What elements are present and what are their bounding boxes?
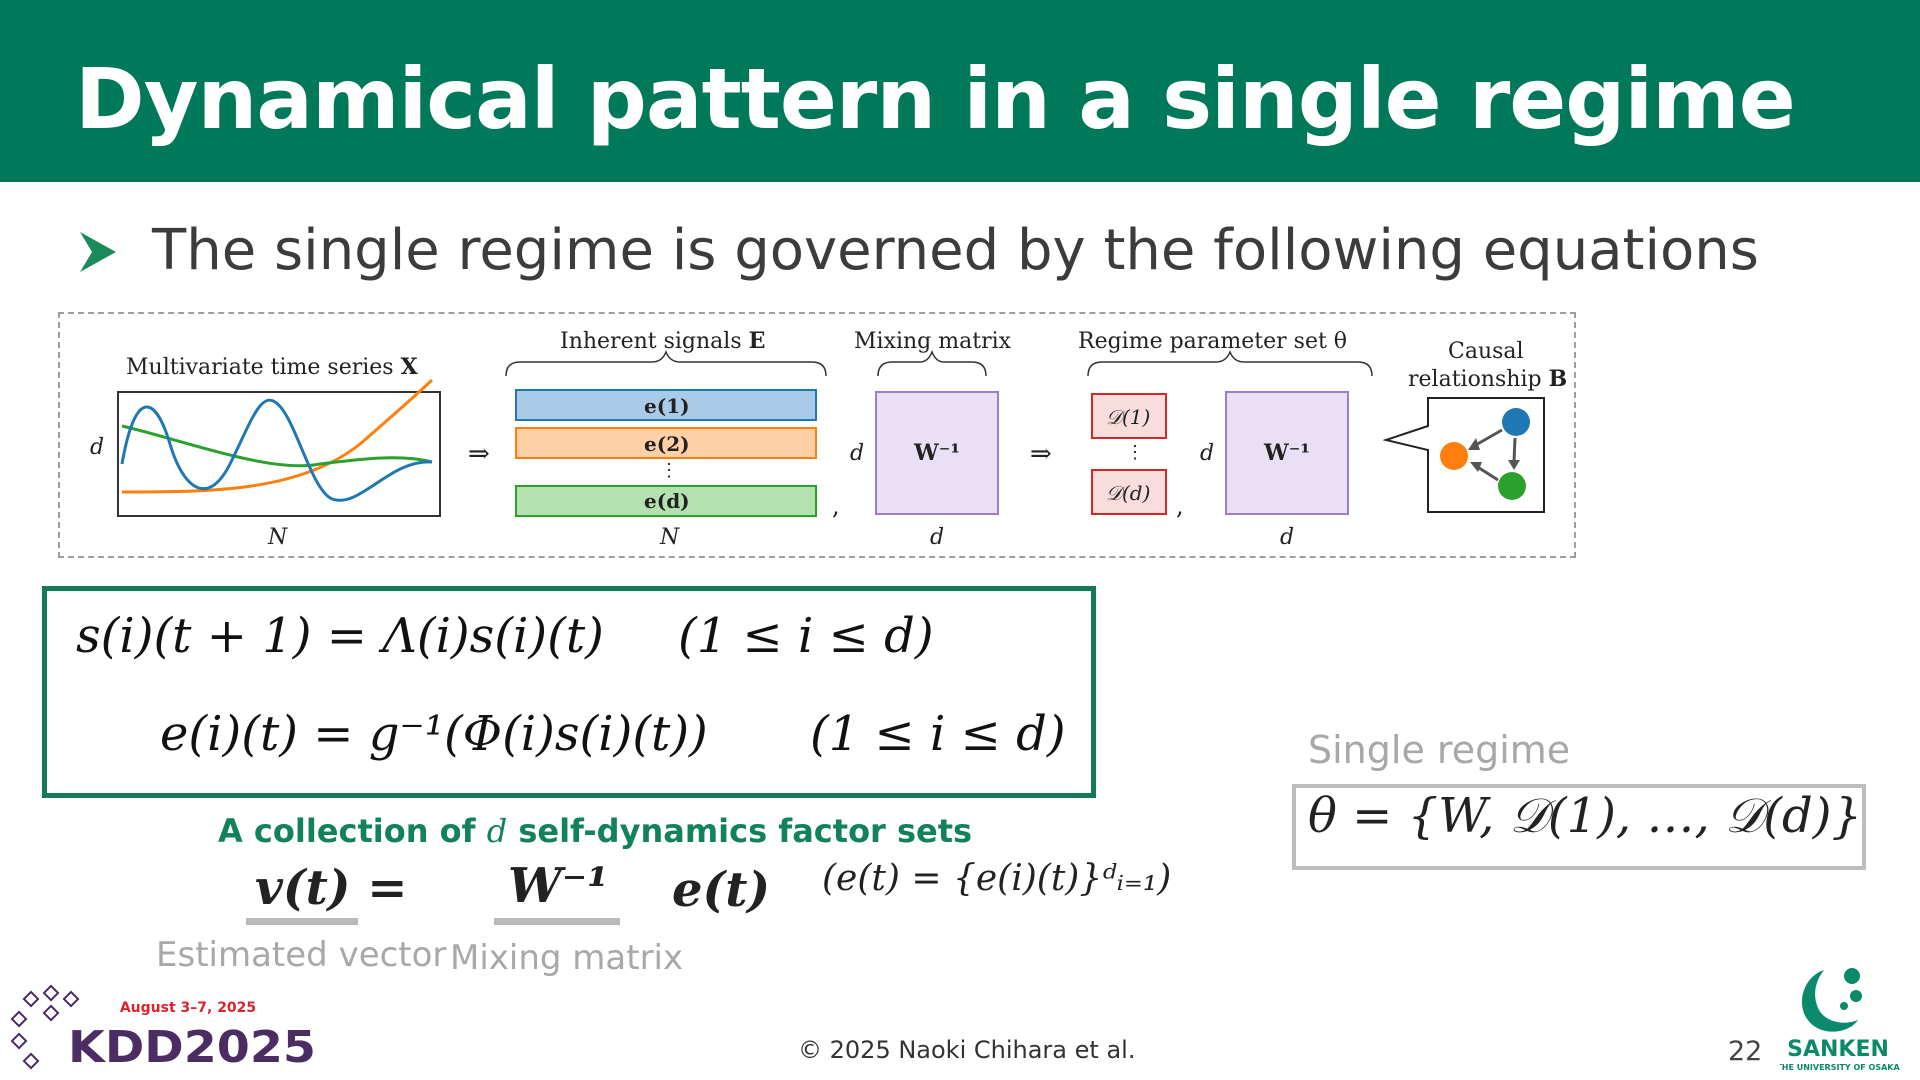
regime-figure: Multivariate time series X d N ⇒ Inheren… [58,312,1576,558]
sanken-subtitle: THE UNIVERSITY OF OSAKA [1780,1063,1900,1072]
causal-edge-1 [1473,428,1503,448]
causal-edge-3 [1475,464,1499,482]
ts-dim-n: N [267,525,288,550]
signal-label-1: e(1) [644,394,690,418]
equation-2-main: e(i)(t) = g⁻¹(Φ(i)s(i)(t)) [160,706,708,762]
regime-mixing-matrix [1225,391,1349,515]
signals-dim-n: N [659,525,680,550]
causal-arrowhead-3 [1470,462,1482,472]
comma-1: , [832,492,840,520]
regime-title: Regime parameter set θ [1078,329,1347,354]
factor-vdots: ⋮ [1126,442,1144,463]
mixing-underline [494,918,620,925]
page-number: 22 [1728,1036,1763,1067]
theta-box [1292,784,1866,870]
causal-edge-2 [1512,437,1517,463]
copyright: © 2025 Naoki Chihara et al. [798,1036,1136,1064]
causal-title-line1: Causal [1448,339,1524,364]
arrow-2: ⇒ [1030,439,1052,469]
regime-brace [1087,349,1373,377]
mixing-title: Mixing matrix [854,329,1012,354]
signals-title: Inherent signals E [560,328,765,354]
theta-equation: θ = {W, 𝒟(1), …, 𝒟(d)} [1308,788,1862,844]
signal-vector-eq: e(t) [672,862,771,918]
estimated-vector-label: Estimated vector [156,935,447,975]
mixing-w-inverse: W⁻¹ [913,440,960,466]
signal-vdots: ⋮ [660,460,678,481]
factor-label-1: 𝒟(1) [1106,405,1150,429]
causal-title-line2: relationship B [1408,366,1567,392]
equation-box [42,586,1096,798]
title-banner [0,0,1920,182]
signal-definition: (e(t) = {e(i)(t)}ᵈᵢ₌₁) [822,858,1172,899]
comma-2: , [1176,492,1184,520]
equation-2-condition: (1 ≤ i ≤ d) [810,706,1066,762]
factor-box-d [1091,469,1167,515]
equation-1-condition: (1 ≤ i ≤ d) [678,608,934,664]
sanken-logo: SANKEN THE UNIVERSITY OF OSAKA [1780,968,1900,1072]
mixing-matrix-label: Mixing matrix [450,938,684,978]
signal-label-2: e(2) [644,432,690,456]
collection-label: A collection of d self-dynamics factor s… [218,812,973,850]
factor-label-d: 𝒟(d) [1106,481,1150,505]
kdd-date: August 3–7, 2025 [120,1000,256,1016]
bullet-text: The single regime is governed by the fol… [152,218,1759,283]
single-regime-label: Single regime [1308,728,1571,772]
estimated-vector-eq: v(t) = [255,860,408,916]
ts-title: Multivariate time series X [126,354,419,380]
causal-arrowhead-1 [1468,438,1480,450]
causal-node-orange [1440,442,1468,470]
mixing-brace [877,349,987,377]
signal-bar-1 [515,389,817,421]
mixing-matrix [875,391,999,515]
causal-node-blue [1502,408,1530,436]
estimated-underline [246,918,358,925]
mixing-dim-d: d [850,441,864,466]
regime-dim-d: d [1200,441,1214,466]
arrow-1: ⇒ [468,439,490,469]
equation-line-1: s(i)(t + 1) = Λ(i)s(i)(t) [76,608,604,664]
kdd-logo: August 3–7, 2025 KDD2025 [10,984,316,1073]
signal-bar-2 [515,427,817,459]
ts-dim-d: d [90,435,104,460]
signal-bar-d [515,485,817,517]
kdd-name: KDD2025 [68,1022,316,1073]
regime-dim-d-bottom: d [1280,525,1294,550]
causal-arrowhead-2 [1508,460,1520,470]
mixing-w-inverse-eq: W⁻¹ [508,858,609,914]
time-series-plot [117,391,441,517]
signal-label-d: e(d) [644,489,690,513]
causal-node-green [1498,472,1526,500]
bullet-arrow-icon [80,232,116,272]
figure-diagram: Multivariate time series X d N ⇒ Inheren… [90,328,1567,550]
equation-1-main: s(i)(t + 1) = Λ(i)s(i)(t) [76,608,604,664]
equation-line-2: e(i)(t) = g⁻¹(Φ(i)s(i)(t)) [160,706,708,762]
sanken-name: SANKEN [1787,1037,1889,1062]
regime-w-inverse: W⁻¹ [1263,440,1310,466]
orange-series [121,378,434,494]
blue-series [120,398,433,502]
signals-brace [505,349,827,377]
factor-box-1 [1091,393,1167,439]
slide-title: Dynamical pattern in a single regime [75,50,1796,148]
mixing-dim-d-bottom: d [930,525,944,550]
